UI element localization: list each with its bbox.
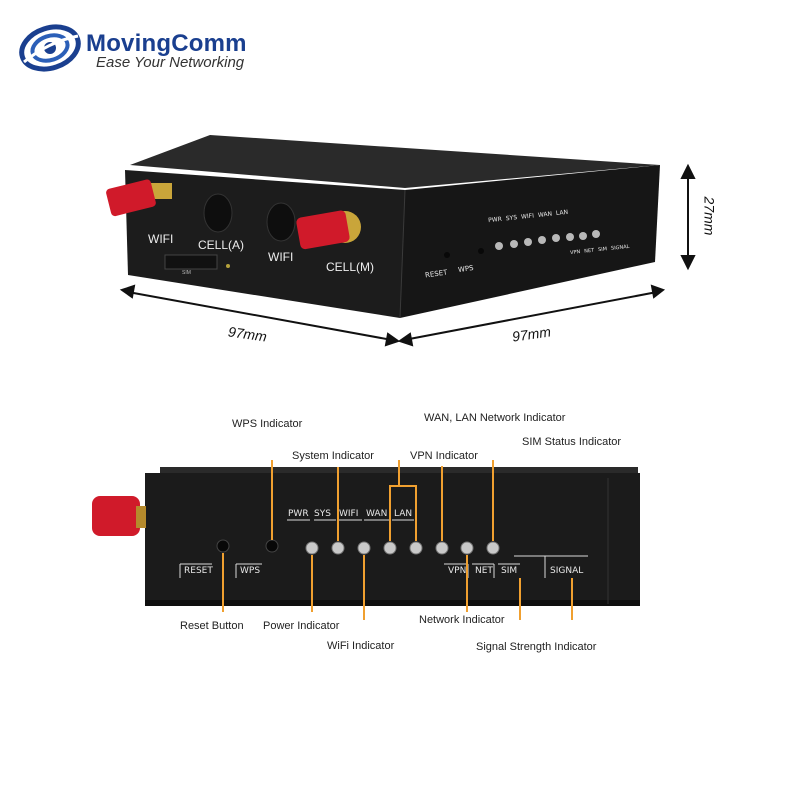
antenna-left-icon [106, 179, 172, 217]
annotation-system-indicator: System Indicator [292, 450, 374, 462]
callout-wan-lan [389, 460, 417, 541]
panel-leds [305, 541, 500, 555]
annotation-reset-button: Reset Button [180, 620, 244, 632]
panel-label-pwr: PWR [288, 509, 309, 519]
reset-button-top [444, 252, 450, 258]
router-front-panel [92, 460, 640, 620]
annotation-network-indicator: Network Indicator [419, 614, 505, 626]
port-label-wifi-a: WIFI [148, 232, 174, 246]
panel-reset-button [216, 539, 230, 553]
annotation-wifi-indicator: WiFi Indicator [327, 640, 395, 652]
panel-antenna-icon [92, 496, 146, 536]
wps-button-top [478, 248, 484, 254]
port-label-cell-m: CELL(M) [326, 260, 375, 274]
panel-wps-button [265, 539, 279, 553]
dimension-arrows [119, 163, 696, 347]
antenna-right-icon [296, 210, 361, 250]
panel-label-signal: SIGNAL [550, 566, 584, 576]
annotation-wps-indicator: WPS Indicator [232, 418, 303, 430]
top-leds [495, 230, 600, 250]
panel-label-lan: LAN [394, 509, 413, 519]
button-round-right [266, 202, 296, 242]
button-round-left [203, 193, 233, 233]
router-top-surface [130, 135, 660, 188]
panel-label-net: NET [475, 566, 493, 576]
callout-sim [492, 460, 494, 541]
port-label-cell-a: CELL(A) [198, 238, 245, 252]
router-front-face [125, 170, 405, 318]
dimension-height: 27mm [701, 196, 718, 236]
panel-label-vpn: VPN [448, 566, 467, 576]
panel-label-reset: RESET [184, 566, 213, 576]
annotation-sim-status-indicator: SIM Status Indicator [522, 436, 622, 448]
callout-signal [519, 578, 573, 620]
panel-label-wps: WPS [240, 566, 261, 576]
annotation-wan-lan-indicator: WAN, LAN Network Indicator [424, 412, 566, 424]
annotation-power-indicator: Power Indicator [263, 620, 340, 632]
panel-label-wan: WAN [366, 509, 388, 519]
annotation-signal-strength-indicator: Signal Strength Indicator [476, 641, 597, 653]
annotation-vpn-indicator: VPN Indicator [410, 450, 478, 462]
brand-name: MovingComm [86, 30, 247, 57]
panel-body [145, 473, 640, 606]
brand-logo-icon [19, 24, 81, 72]
panel-led-labels-top: PWR SYS WIFI WAN LAN [288, 509, 418, 519]
panel-label-sys: SYS [314, 509, 331, 519]
brand-tagline: Ease Your Networking [96, 54, 245, 71]
router-top-view [106, 135, 660, 319]
panel-label-sim: SIM [501, 566, 518, 576]
panel-label-wifi: WIFI [339, 509, 359, 519]
port-label-sim: SIM [182, 270, 191, 276]
sim-slot [164, 254, 218, 270]
port-label-wifi-b: WIFI [268, 250, 294, 264]
